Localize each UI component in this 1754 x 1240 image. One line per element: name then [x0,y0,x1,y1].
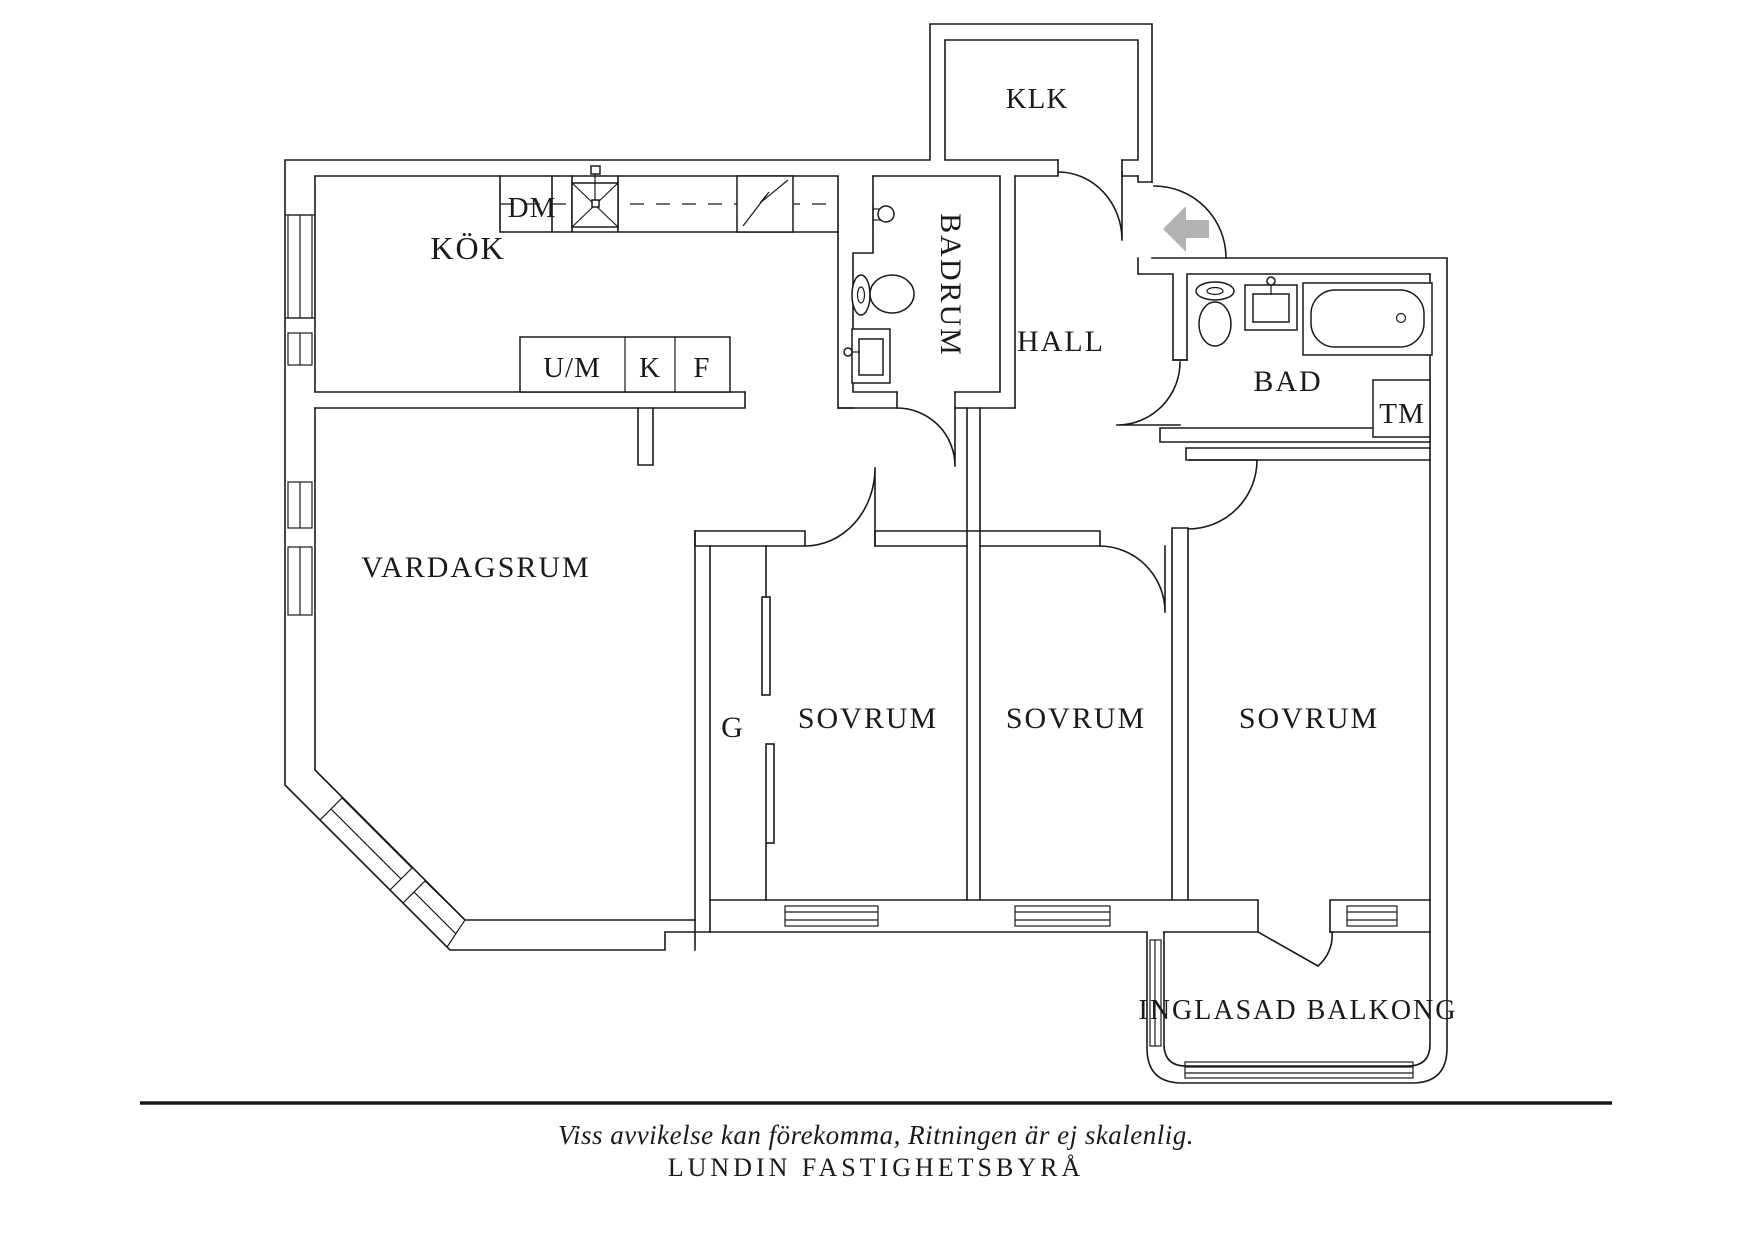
kitchen-appliances [519,336,731,393]
kitchen-counter [499,175,839,233]
window-symbol [1014,905,1111,927]
window-symbol [1346,905,1398,927]
entrance-wall [1137,257,1188,361]
stove-icon [736,175,794,233]
bad-walls [1159,273,1431,443]
label-k: K [639,352,661,384]
washbasin-icon [843,328,891,384]
kitchen-south-wall [314,391,746,409]
room-label-sovrum-3: SOVRUM [1239,702,1379,735]
sovrum1-top-wall [694,530,968,547]
room-label-bad: BAD [1253,365,1322,398]
sovrum-divider-2-3 [1171,527,1189,901]
klk-walls [944,39,1139,161]
window-symbol [287,481,313,529]
footer-brand: LUNDIN FASTIGHETSBYRÅ [668,1153,1084,1182]
label-f: F [693,352,710,384]
label-g: G [721,711,745,744]
label-tm: TM [1379,398,1425,430]
wall-stub [637,407,654,466]
window-symbol [287,332,313,366]
door-arc [1057,171,1123,241]
washbasin-icon [1244,276,1298,331]
door-arc [1187,459,1258,530]
label-dm: DM [508,192,557,224]
sovrum2-top-wall [966,530,1101,547]
badrum-door-jambs [837,391,1016,409]
entrance-jamb [1137,175,1153,183]
room-label-sovrum-2: SOVRUM [1006,702,1146,735]
label-um: U/M [543,352,601,384]
badrum-walls-right [872,175,1001,393]
sovrum-divider-1-2 [966,407,981,901]
room-label-klk: KLK [1006,83,1069,115]
toilet-icon [1195,281,1235,347]
door-arc [1256,930,1333,968]
window-symbol [319,797,413,891]
room-label-vardagsrum: VARDAGSRUM [361,551,591,584]
vardagsrum-walls [314,407,696,921]
room-label-badrum: BADRUM [934,213,967,357]
room-label-kok: KÖK [430,230,505,266]
window-symbol [287,546,313,616]
washing-machine [1372,379,1431,438]
vardagsrum-bottom-caps [694,899,711,951]
door-arc [896,407,956,467]
sliding-door [765,743,775,844]
room-label-sovrum-1: SOVRUM [798,702,938,735]
room-label-balkong: INGLASAD BALKONG [1139,995,1458,1026]
entrance-arrow-icon [1163,206,1209,252]
badrum-walls [852,175,898,393]
klk-door-jambs [1014,159,1139,177]
footer-disclaimer: Viss avvikelse kan förekomma, Ritningen … [558,1120,1194,1150]
window-symbol [285,214,315,319]
toilet-icon [851,274,915,316]
sink-icon [571,165,619,228]
door-arc [1099,545,1166,613]
window-symbol [1184,1061,1414,1079]
sovrum3-top-wall [1185,447,1431,461]
shower-icon [872,203,895,226]
room-label-hall: HALL [1017,325,1105,358]
right-wall-inner [1163,273,1431,1067]
door-arc [804,467,876,547]
bedroom-bottom-wall [709,899,1431,933]
door-arc [1153,185,1227,259]
bathtub-icon [1302,282,1433,356]
sliding-door [761,596,771,696]
door-arc [1116,361,1181,426]
window-symbol [402,880,466,948]
window-symbol [784,905,879,927]
window-symbol [1149,939,1162,1047]
